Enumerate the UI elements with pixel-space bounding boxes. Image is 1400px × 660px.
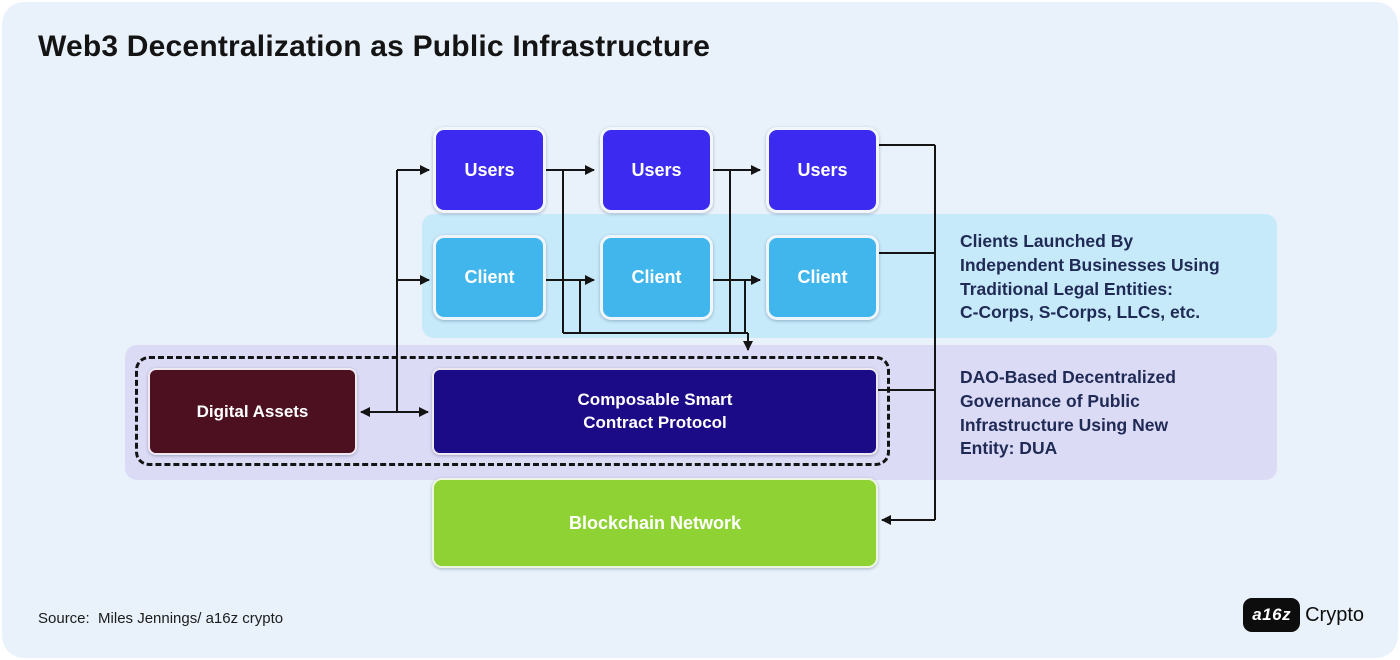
users-box-3: Users [766, 127, 879, 213]
a16z-logo-wordmark: Crypto [1305, 603, 1364, 626]
users-box-1: Users [433, 127, 546, 213]
client-box-1: Client [433, 235, 546, 320]
source-caption: Source: Miles Jennings/ a16z crypto [38, 610, 284, 627]
blockchain-network-box: Blockchain Network [432, 478, 878, 568]
digital-assets-box: Digital Assets [148, 368, 357, 455]
page-title: Web3 Decentralization as Public Infrastr… [38, 30, 711, 63]
clients-annotation: Clients Launched By Independent Business… [960, 231, 1220, 323]
users-box-2: Users [600, 127, 713, 213]
client-box-2: Client [600, 235, 713, 320]
client-box-3: Client [766, 235, 879, 320]
smart-contract-protocol-box: Composable Smart Contract Protocol [432, 368, 878, 455]
dao-annotation: DAO-Based Decentralized Governance of Pu… [960, 367, 1176, 459]
a16z-logo-badge: a16z [1243, 598, 1301, 632]
a16z-crypto-logo: a16z Crypto [1243, 598, 1364, 632]
